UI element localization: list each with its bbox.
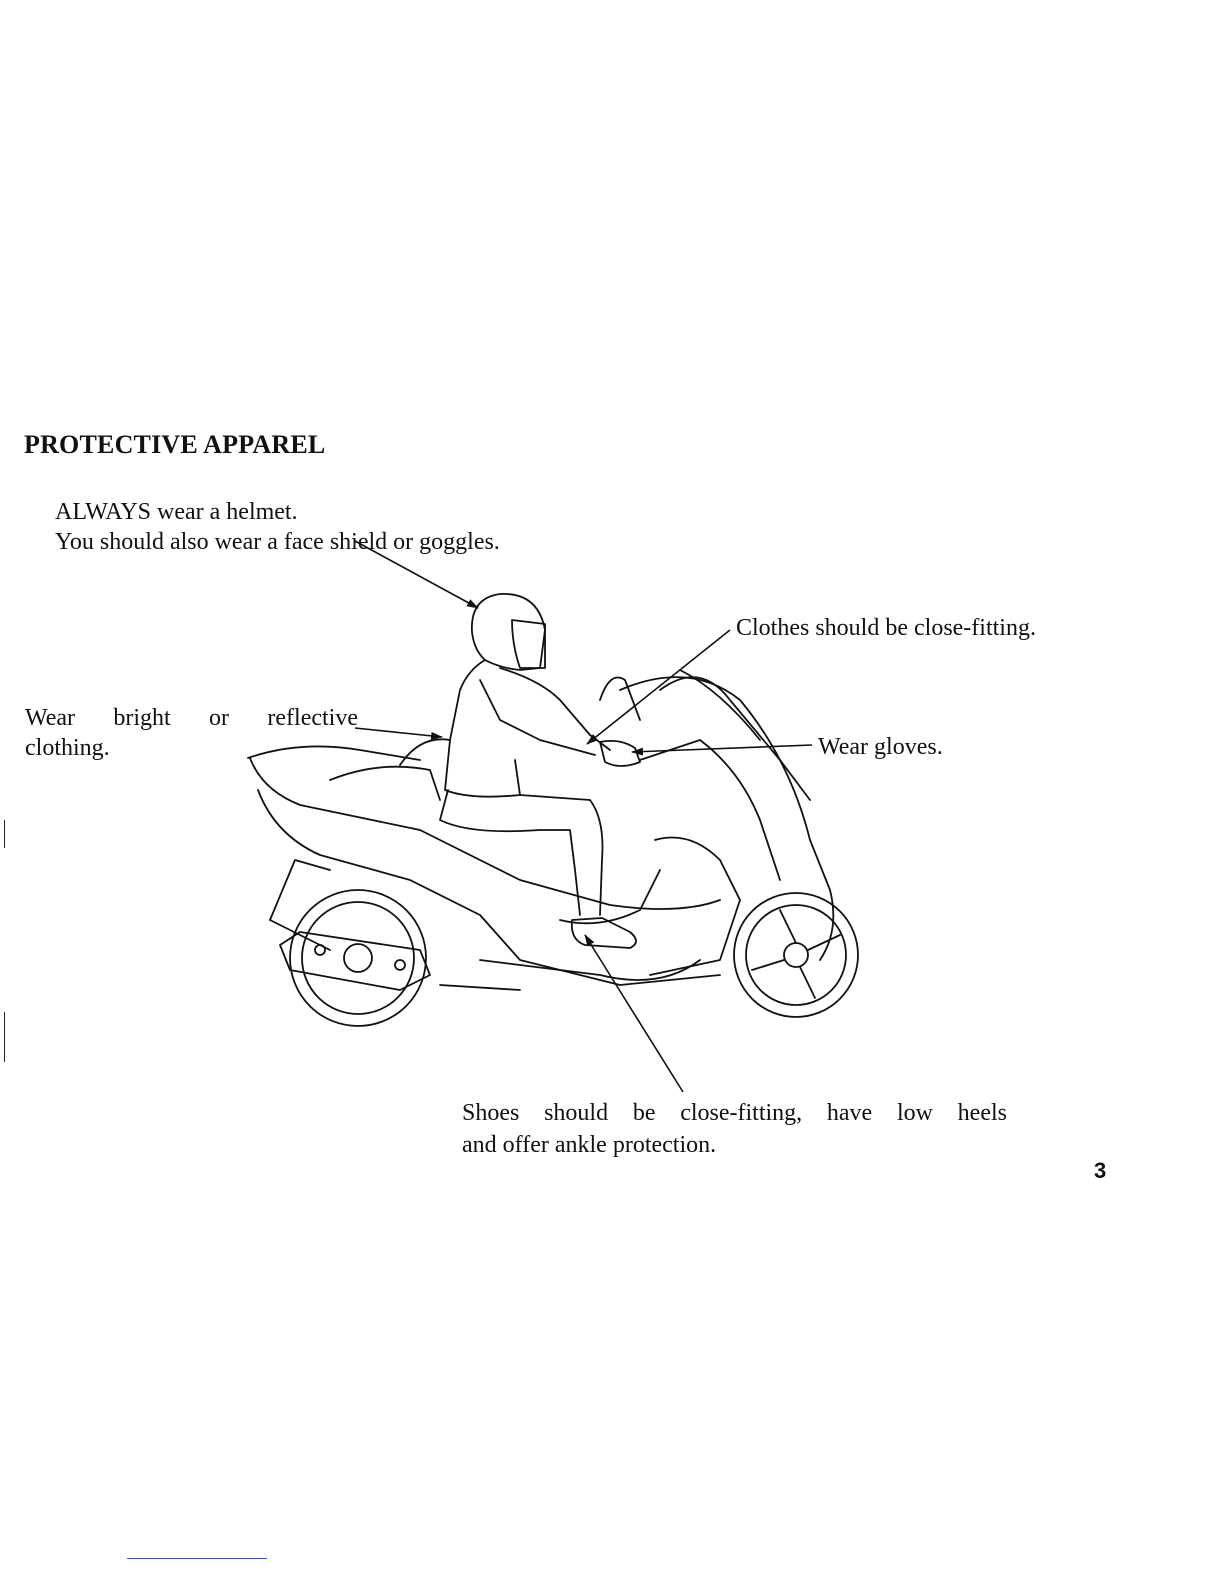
margin-mark	[4, 1012, 5, 1062]
glove-icon	[600, 741, 640, 766]
gloves-leader-line	[632, 745, 812, 752]
margin-mark	[4, 820, 5, 848]
footer-rule	[127, 1558, 267, 1559]
helmet-icon	[472, 594, 545, 670]
reflective-leader-line	[355, 728, 442, 737]
front-wheel-icon	[734, 893, 858, 1017]
helmet-leader-line	[355, 541, 478, 608]
rear-wheel-icon	[290, 890, 426, 1026]
rider-icon	[440, 594, 640, 948]
shoes-leader-line	[585, 935, 683, 1092]
